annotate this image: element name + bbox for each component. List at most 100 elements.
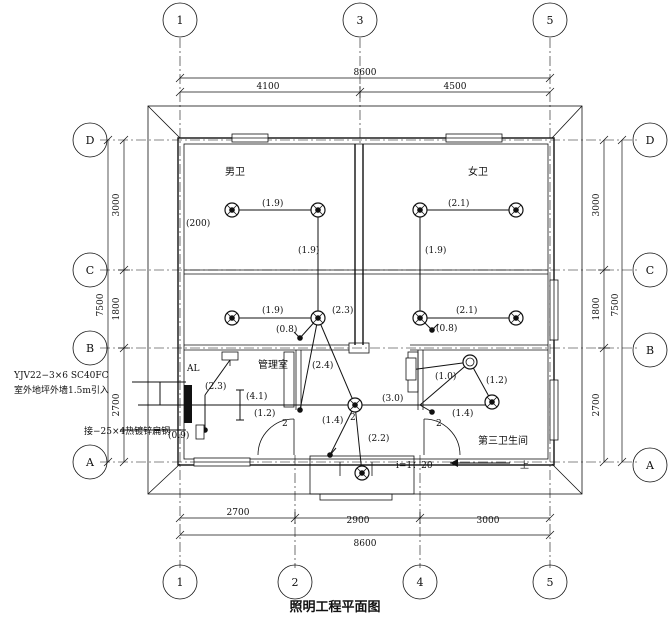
svg-text:(1.9): (1.9) [298,245,319,256]
room-label-men-toilet: 男卫 [225,166,245,178]
axis-bubble-2-bottom: 2 [277,564,313,600]
lamp-icon [224,310,240,326]
lamp-icon [347,397,363,413]
svg-text:(1.9): (1.9) [425,245,446,256]
svg-text:2700: 2700 [592,393,602,416]
svg-text:2: 2 [282,419,288,429]
svg-text:3000: 3000 [477,516,500,526]
svg-text:2: 2 [350,413,356,423]
axis-bubble-d-left: D [72,122,108,158]
lamp-icon [310,310,326,326]
cable-note-label: 室外地坪外墙1.5m引入 [14,384,109,396]
svg-text:1800: 1800 [112,297,122,320]
axis-bubble-a-left: A [72,444,108,480]
axis-bubble-a-right: A [632,447,668,483]
svg-text:3: 3 [357,14,364,27]
ground-label: 接−25×4热镀锌扁钢 [84,425,170,437]
svg-text:5: 5 [547,14,554,27]
svg-text:4500: 4500 [444,82,467,92]
svg-text:2: 2 [292,576,299,589]
svg-text:C: C [646,264,654,277]
room-label-women-toilet: 女卫 [468,165,488,178]
svg-text:(2.3): (2.3) [205,381,226,392]
svg-text:4100: 4100 [257,82,280,92]
annotation-labels: YJV22−3×6 SC40FC 室外地坪外墙1.5m引入 接−25×4热镀锌扁… [13,364,529,471]
svg-text:7500: 7500 [611,293,621,316]
svg-text:A: A [645,459,655,472]
axis-bubble-1-top: 1 [162,2,198,38]
lamp-icon [310,202,326,218]
svg-text:3000: 3000 [592,193,602,216]
svg-text:C: C [86,264,94,277]
axis-bubble-b-left: B [72,330,108,366]
svg-text:1: 1 [177,14,184,27]
windows [193,133,559,467]
cable-spec-label: YJV22−3×6 SC40FC [13,371,109,381]
dimension-lines [103,73,627,540]
svg-text:7500: 7500 [96,293,106,316]
panel-board [184,351,417,440]
svg-text:8600: 8600 [354,539,377,549]
svg-text:(2.3): (2.3) [332,305,353,316]
room-label-third-toilet: 第三卫生间 [478,434,528,447]
svg-text:4: 4 [417,576,424,589]
axis-bubble-3-top: 3 [342,2,378,38]
svg-text:(2.1): (2.1) [448,198,469,209]
switches [202,323,439,458]
svg-text:(0.8): (0.8) [276,324,297,335]
room-labels: 男卫 女卫 管理室 第三卫生间 [225,165,528,447]
svg-text:(200): (200) [186,218,210,229]
switch-icon [297,407,303,413]
light-fixtures [224,202,524,481]
svg-text:(1.0): (1.0) [435,371,456,382]
panel-label: AL [186,364,199,374]
svg-text:B: B [646,344,654,357]
circuit-height-labels: (1.9) (1.9) (1.9) (2.1) (1.9) (2.1) (2.3… [168,198,507,444]
svg-text:1: 1 [177,576,184,589]
svg-text:(3.0): (3.0) [382,393,403,404]
svg-text:A: A [85,456,95,469]
axis-bubbles: 1 3 5 1 2 4 5 D C B A D C B A [72,2,668,600]
slope-label: i=1：20 [396,461,433,471]
svg-text:1800: 1800 [592,297,602,320]
svg-text:3000: 3000 [112,193,122,216]
axis-bubble-c-right: C [632,252,668,288]
svg-text:8600: 8600 [354,68,377,78]
lamp-icon [508,310,524,326]
svg-text:5: 5 [547,576,554,589]
ring-lamp-icon [462,354,478,370]
svg-text:2900: 2900 [347,516,370,526]
svg-text:(1.2): (1.2) [486,375,507,386]
stairs-up-label: 上 [520,460,529,471]
svg-text:D: D [646,134,655,147]
svg-text:B: B [86,342,94,355]
axis-bubble-5-bottom: 5 [532,564,568,600]
svg-text:2700: 2700 [227,508,250,518]
lamp-icon [412,310,428,326]
svg-text:(2.1): (2.1) [456,305,477,316]
lamp-icon [484,394,500,410]
svg-text:(1.2): (1.2) [254,408,275,419]
svg-text:(0.8): (0.8) [436,323,457,334]
lamp-icon [224,202,240,218]
svg-text:(0.9): (0.9) [168,430,189,441]
svg-text:(2.4): (2.4) [312,360,333,371]
svg-text:(1.9): (1.9) [262,198,283,209]
axis-bubble-b-right: B [632,332,668,368]
door-swings [257,418,461,456]
svg-text:(1.4): (1.4) [452,408,473,419]
svg-text:2: 2 [436,419,442,429]
axis-bubble-5-top: 5 [532,2,568,38]
lamp-icon [508,202,524,218]
lamp-icon [354,465,370,481]
axis-bubble-d-right: D [632,122,668,158]
drawing-title: 照明工程平面图 [289,600,380,615]
switch-icon [429,409,435,415]
svg-text:(4.1): (4.1) [246,391,267,402]
svg-text:2700: 2700 [112,393,122,416]
svg-text:(2.2): (2.2) [368,433,389,444]
walls [177,137,555,501]
svg-text:D: D [86,134,95,147]
axis-bubble-c-left: C [72,252,108,288]
